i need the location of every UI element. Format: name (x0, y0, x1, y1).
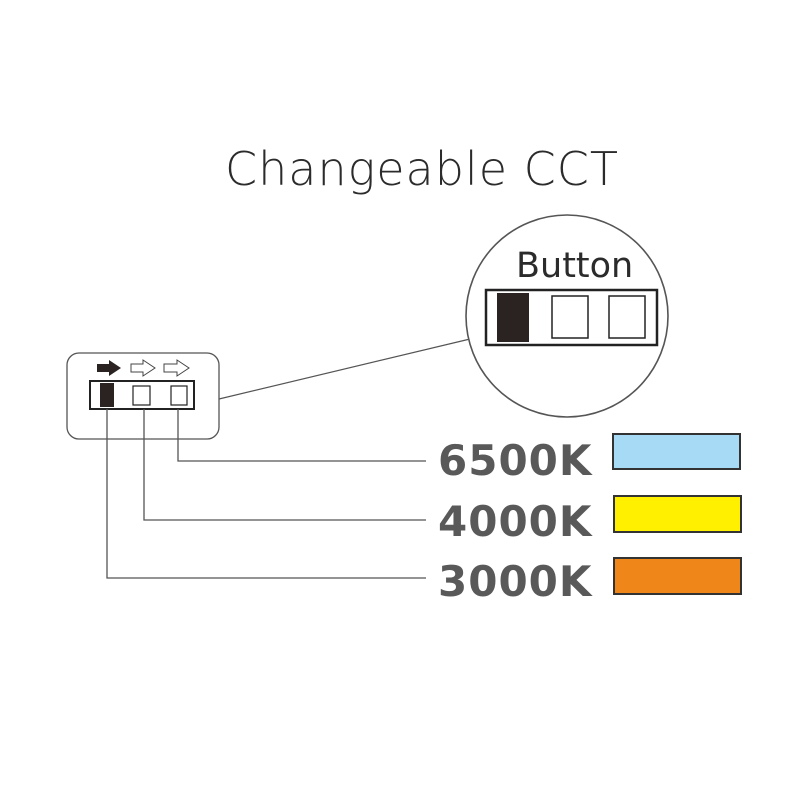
swatch-4000k (613, 495, 742, 533)
zoom-line (218, 338, 471, 400)
selected-arrow-icon (97, 360, 121, 376)
cct-label-4000k: 4000K (438, 497, 593, 546)
connector-line-3000k (106, 409, 426, 579)
small-switch (89, 380, 195, 410)
cct-label-3000k: 3000K (438, 557, 593, 606)
button-label: Button (516, 246, 634, 286)
swatch-3000k (613, 557, 742, 595)
swatch-6500k (612, 433, 741, 470)
cct-label-6500k: 6500K (438, 436, 593, 485)
diagram-title: Changeable CCT (225, 142, 619, 196)
arrow-outline-icon (130, 359, 156, 377)
arrow-outline-icon (163, 359, 190, 377)
large-switch (484, 288, 659, 347)
connector-line-4000k (143, 409, 426, 521)
connector-line-6500k (177, 409, 426, 462)
